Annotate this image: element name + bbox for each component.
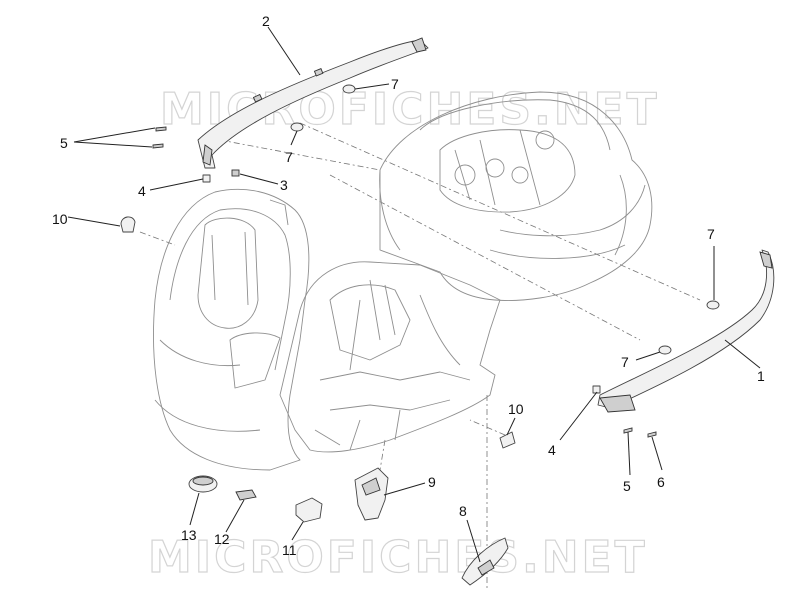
callout-7-right-top: 7 [707,226,715,242]
callout-7-right-bottom: 7 [621,354,629,370]
callout-8: 8 [459,503,467,519]
callout-2: 2 [262,13,270,29]
floorboard-frame [279,261,501,453]
callout-5-left: 5 [60,135,68,151]
part-1-side-trim [597,249,775,413]
part-9-cover [354,467,389,521]
small-fasteners [152,126,657,438]
leader-lines [67,26,761,563]
callout-13: 13 [181,527,197,543]
callout-7-mid: 7 [285,149,293,165]
part-2-upper-trim [197,37,429,169]
watermark-bottom: MICROFICHES.NET [148,532,648,583]
callout-10-left: 10 [52,211,68,227]
callout-9: 9 [428,474,436,490]
callout-6: 6 [657,474,665,490]
callout-7-top: 7 [391,76,399,92]
callout-4-left: 4 [138,183,146,199]
callout-12: 12 [214,531,230,547]
callout-11: 11 [282,542,297,558]
part-12-strip [235,489,257,501]
part-7-grommets [290,84,720,355]
assembly-lines [139,122,701,590]
callout-3: 3 [280,177,288,193]
part-11-pad [295,497,323,523]
callout-1: 1 [757,368,765,384]
front-legshield [153,188,310,471]
scooter-body [379,91,653,301]
callout-4-right: 4 [548,442,556,458]
callout-10-right: 10 [508,401,524,417]
part-8-cover [461,537,509,586]
callout-5-right: 5 [623,478,631,494]
callout-labels: 1 2 3 4 4 5 5 6 7 7 7 7 8 9 10 10 11 12 … [52,13,765,558]
part-13-plug [188,475,218,493]
part-10-clips [120,216,516,449]
